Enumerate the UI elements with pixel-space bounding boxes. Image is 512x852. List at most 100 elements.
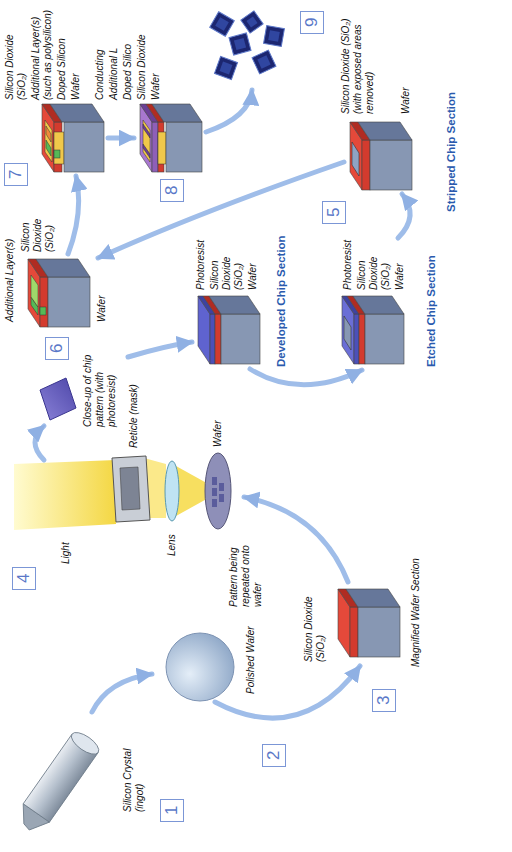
conducting-section-cube — [140, 104, 202, 172]
flow-arrow — [398, 194, 410, 238]
part-label: Close-up of chip pattern (with photoresi… — [82, 342, 118, 427]
polished-wafer — [166, 633, 234, 701]
reticle-mask — [112, 456, 150, 522]
step-number: 8 — [160, 179, 184, 202]
part-label: Silicon Dioxide — [136, 6, 148, 100]
finished-chips — [210, 12, 235, 37]
flow-arrow — [108, 136, 134, 141]
finished-chips — [214, 56, 237, 79]
flow-arrow — [244, 497, 348, 582]
exposed-wafer — [219, 483, 224, 491]
part-label: Wafer — [70, 6, 82, 100]
finished-chips — [215, 17, 229, 31]
step-number-text: 5 — [324, 208, 344, 217]
exposed-wafer — [205, 453, 231, 529]
finished-chips — [264, 26, 285, 47]
flow-arrow — [98, 162, 344, 258]
exposed-wafer — [212, 499, 217, 507]
step-number: 9 — [300, 11, 324, 34]
part-label: Polished Wafer — [245, 604, 257, 694]
lens — [165, 461, 179, 521]
part-label: Silicon Dioxide (SiO₂) — [209, 234, 245, 290]
doped-section-cube — [42, 104, 104, 172]
wafer-section-cube — [338, 589, 400, 657]
step-number: 6 — [45, 337, 69, 360]
finished-chips — [268, 30, 280, 42]
step-number-text: 4 — [14, 574, 34, 583]
stripped-section-cube — [350, 122, 412, 190]
exposure-light — [14, 460, 116, 530]
chip-pattern-closeup — [40, 378, 76, 420]
part-label: Silicon Dioxide (SiO₂) — [303, 572, 327, 662]
step-number: 3 — [372, 689, 396, 712]
finished-chips — [241, 11, 263, 33]
flow-arrow — [35, 90, 410, 718]
step-number: 1 — [160, 799, 184, 822]
reticle-mask — [120, 467, 140, 510]
flow-arrow — [68, 176, 79, 254]
part-label: Doped Silicon — [56, 6, 68, 100]
reticle-mask — [112, 456, 150, 522]
finished-chips — [246, 16, 257, 27]
part-label: Wafer — [394, 234, 406, 290]
finished-chips — [214, 56, 237, 79]
silicon-ingot — [68, 728, 102, 758]
step-number-text: 3 — [374, 696, 394, 705]
flow-arrow — [250, 369, 362, 385]
polished-wafer — [166, 633, 234, 701]
step-number-text: 9 — [302, 18, 322, 27]
part-label: Lens — [166, 526, 178, 556]
step-number: 7 — [4, 163, 28, 186]
part-label: Silicon Dioxide (SiO₂) — [20, 196, 56, 252]
finished-chips — [264, 26, 285, 47]
part-label: Photoresist — [342, 234, 354, 290]
flow-arrow — [215, 666, 360, 718]
part-label: Wafer — [96, 282, 108, 322]
step-number: 2 — [262, 744, 286, 767]
part-label: Light — [60, 534, 72, 564]
part-label: Pattern being repeated onto wafer — [228, 535, 264, 607]
step-number: 5 — [322, 201, 346, 224]
step-number-text: 2 — [264, 751, 284, 760]
part-label: Photoresist — [195, 234, 207, 290]
part-label: Additional L — [108, 6, 120, 100]
part-label: Magnified Wafer Section — [410, 542, 422, 667]
part-label: Silicon Dioxide (SiO₂) — [4, 6, 28, 100]
flow-arrow — [128, 342, 192, 357]
part-label: Conducting — [94, 6, 106, 100]
silicon-ingot — [13, 728, 102, 836]
finished-chips — [257, 55, 270, 68]
finished-chips — [229, 33, 251, 55]
finished-chips — [234, 38, 246, 50]
step-number-text: 7 — [6, 170, 26, 179]
step-number-text: 1 — [162, 806, 182, 815]
exposed-wafer — [219, 494, 224, 502]
etched-section-cube — [342, 296, 404, 364]
part-label: Additional Layer(s) — [4, 222, 16, 322]
finished-chips — [220, 62, 233, 75]
flow-arrow — [92, 674, 152, 712]
exposed-wafer — [212, 477, 217, 485]
finished-chips — [252, 50, 276, 74]
part-label: Silicon Dioxide (SiO₂) — [356, 234, 392, 290]
flow-arrow — [206, 90, 252, 132]
lens — [165, 461, 179, 521]
part-label: Wafer — [212, 407, 224, 447]
layered-section-cube — [28, 259, 90, 327]
finished-chips — [210, 12, 235, 37]
part-label: Doped Silico — [122, 6, 134, 100]
exposed-wafer — [205, 453, 231, 529]
part-label: Wafer — [150, 6, 162, 100]
step-number-text: 6 — [47, 344, 67, 353]
exposed-wafer — [212, 488, 217, 496]
finished-chips — [241, 11, 263, 33]
step-number-text: 8 — [162, 186, 182, 195]
finished-chips — [252, 50, 276, 74]
section-title: Etched Chip Section — [425, 232, 439, 367]
section-title: Stripped Chip Section — [445, 72, 459, 212]
part-label: Additional Layer(s) (such as polysilicon… — [30, 6, 54, 100]
finished-chips — [210, 11, 285, 80]
developed-section-cube — [198, 296, 260, 364]
